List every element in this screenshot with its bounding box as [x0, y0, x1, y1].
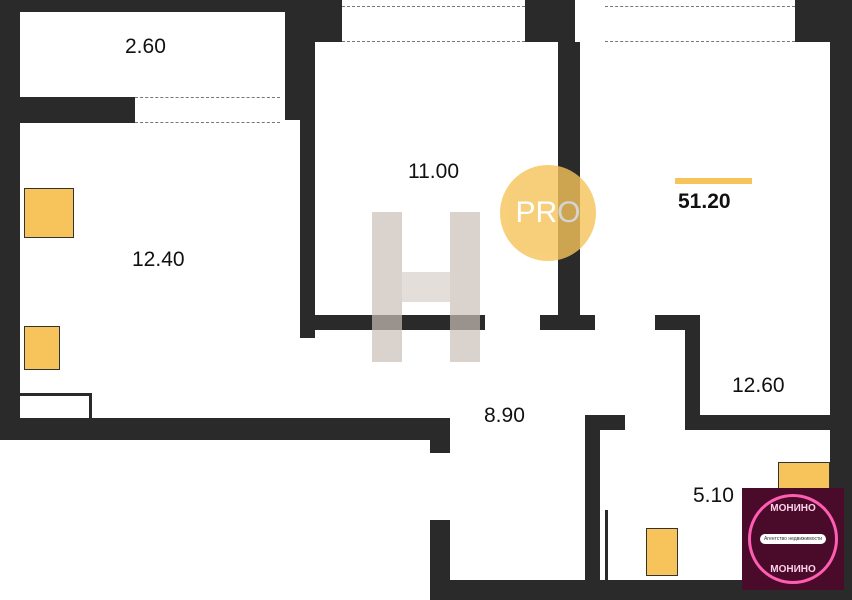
total-area: 51.20 — [678, 190, 731, 213]
logo-text-top: МОНИНО — [770, 503, 816, 514]
room-area-bath: 5.10 — [693, 484, 734, 507]
room-area-bedroom: 11.00 — [408, 160, 459, 183]
logo-subtext: Агентство недвижимости — [759, 534, 827, 544]
balcony-door — [135, 97, 280, 123]
window — [342, 6, 525, 42]
wall — [12, 97, 135, 123]
watermark-h-logo — [372, 212, 480, 362]
wall — [0, 0, 300, 12]
sink-icon — [24, 326, 60, 370]
total-area-bar — [675, 178, 752, 184]
room-area-hall: 8.90 — [484, 404, 525, 427]
stove-icon — [24, 188, 74, 238]
wall — [0, 0, 20, 440]
agency-logo: МОНИНО Агентство недвижимости МОНИНО — [742, 488, 844, 590]
wall — [20, 393, 92, 396]
room-area-kitchen: 12.40 — [132, 248, 185, 271]
room-area-balcony: 2.60 — [125, 35, 166, 58]
wall — [540, 315, 595, 330]
wall — [0, 418, 450, 440]
wall — [685, 315, 700, 425]
wall — [585, 415, 600, 600]
wall — [89, 393, 92, 418]
window — [605, 6, 795, 42]
wall — [830, 0, 852, 600]
wall — [685, 415, 850, 430]
wall — [605, 510, 608, 580]
wall — [300, 0, 315, 338]
wall — [300, 0, 342, 42]
wall — [525, 0, 575, 42]
pro-badge: PRO — [500, 165, 596, 261]
wall — [430, 418, 450, 453]
toilet-icon — [646, 528, 678, 576]
room-area-living: 12.60 — [732, 374, 785, 397]
logo-text-bottom: МОНИНО — [770, 564, 816, 575]
